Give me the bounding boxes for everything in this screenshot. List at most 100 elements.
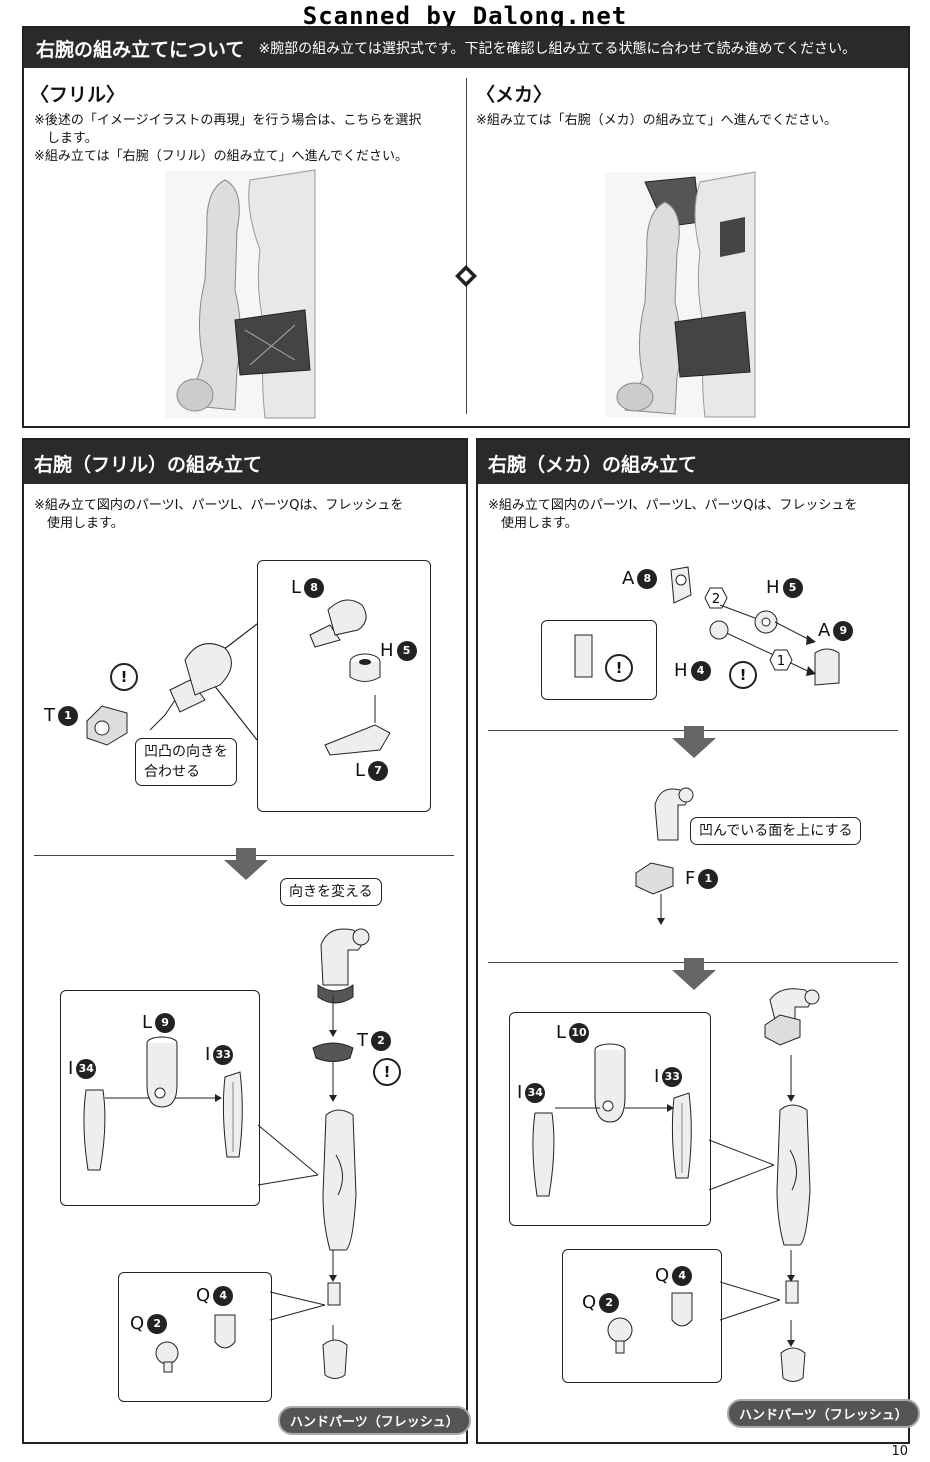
label-T2-num: 2 <box>371 1030 391 1051</box>
mecha-hand-leader <box>719 1281 781 1321</box>
mecha-hand-parts-box <box>562 1249 722 1383</box>
frill-caution-icon-2: ! <box>373 1058 401 1086</box>
label-Q2-letter: Q <box>130 1313 145 1334</box>
label-A9-letter: A <box>818 620 831 641</box>
label-H4-letter: H <box>674 660 688 681</box>
mecha-face-callout: 凹んでいる面を上にする <box>690 817 862 845</box>
part-H4-drawing <box>709 620 729 640</box>
mecha-assembly-header: 右腕（メカ）の組み立て <box>478 440 908 484</box>
mecha-parts-join-arrows <box>555 1104 674 1112</box>
step-1-hex-icon: 1 <box>769 649 793 671</box>
label-I33-letter: I <box>205 1044 211 1065</box>
part-L8-drawing <box>309 599 367 648</box>
label-mecha-I33-num: 33 <box>662 1066 683 1087</box>
frill-parts-join-arrows <box>105 1094 222 1102</box>
part-mecha-I34-drawing <box>532 1112 555 1197</box>
label-mecha-Q4-num: 4 <box>672 1265 693 1286</box>
frill-forearm-leader <box>257 1124 319 1186</box>
label-mecha-Q4-letter: Q <box>655 1265 670 1286</box>
divider-diamond-icon <box>455 265 477 287</box>
frill-wrist-drawing <box>322 1282 348 1379</box>
part-I33-drawing <box>222 1071 243 1158</box>
frill-assembly-note-line1: ※組み立て図内のパーツI、パーツL、パーツQは、フレッシュを <box>34 498 404 513</box>
frill-heading: 〈フリル〉 <box>30 84 126 106</box>
mecha-elbow-assembled-drawing <box>764 988 820 1046</box>
mecha-caution-part-drawing <box>574 634 593 678</box>
label-H4: H 4 <box>674 660 711 681</box>
label-L7-num: 7 <box>368 760 389 781</box>
label-I34-num: 34 <box>76 1058 97 1079</box>
mecha-assembly-note-line1: ※組み立て図内のパーツI、パーツL、パーツQは、フレッシュを <box>488 498 858 513</box>
label-T2-letter: T <box>357 1030 368 1051</box>
label-mecha-H5-num: 5 <box>782 577 803 598</box>
intro-panel <box>22 26 910 428</box>
label-I33-num: 33 <box>213 1044 234 1065</box>
mecha-note: ※組み立ては「右腕（メカ）の組み立て」へ進んでください。 <box>476 113 837 128</box>
label-Q2: Q 2 <box>130 1313 168 1334</box>
label-mecha-Q4: Q 4 <box>655 1265 693 1286</box>
frill-note-line2: します。 <box>34 131 98 146</box>
label-I33: I 33 <box>205 1044 234 1065</box>
mecha-assembly-note-line2: 使用します。 <box>488 516 578 531</box>
label-A8-letter: A <box>622 568 635 589</box>
label-mecha-Q2-letter: Q <box>582 1292 597 1313</box>
part-A8-drawing <box>670 566 692 604</box>
label-L10: L 10 <box>556 1022 590 1043</box>
frill-caution-icon-1: ! <box>110 663 138 691</box>
frill-hand-parts-box <box>118 1272 272 1402</box>
part-T1-drawing <box>86 705 128 746</box>
frill-align-callout-line2: 合わせる <box>144 764 200 780</box>
part-L7-drawing <box>324 695 391 756</box>
intro-header: 右腕の組み立てについて ※腕部の組み立ては選択式です。下記を確認し組み立てる状態… <box>24 28 908 68</box>
step-2-hex-icon: 2 <box>704 587 728 609</box>
label-T2: T 2 <box>357 1030 391 1051</box>
part-T2-drawing <box>312 1042 354 1062</box>
label-mecha-H5: H 5 <box>766 577 803 598</box>
frill-assembly-header: 右腕（フリル）の組み立て <box>24 440 466 484</box>
mecha-caution-box <box>541 620 657 700</box>
part-mecha-Q2-drawing <box>607 1317 633 1354</box>
label-Q4-letter: Q <box>196 1285 211 1306</box>
frill-figure-photo <box>165 169 316 419</box>
part-mecha-H5-drawing <box>754 610 778 634</box>
label-A8: A 8 <box>622 568 658 589</box>
frill-note-line1: ※後述の「イメージイラストの再現」を行う場合は、こちらを選択 <box>34 113 422 128</box>
label-L7-letter: L <box>355 760 366 781</box>
label-A9: A 9 <box>818 620 854 641</box>
mecha-step-arrow-1 <box>672 726 716 758</box>
label-Q4-num: 4 <box>213 1285 234 1306</box>
part-Q2-drawing <box>155 1341 179 1373</box>
frill-note: ※後述の「イメージイラストの再現」を行う場合は、こちらを選択 します。 ※組み立… <box>34 112 464 166</box>
label-mecha-I33: I 33 <box>654 1066 683 1087</box>
label-A8-num: 8 <box>637 568 658 589</box>
frill-step-arrow-1 <box>224 848 268 880</box>
frill-forearm-drawing <box>322 1109 357 1251</box>
label-L8: L 8 <box>291 577 325 598</box>
mecha-step-arrow-2 <box>672 958 716 990</box>
mecha-stack-arrows <box>787 1055 795 1347</box>
mecha-assembly-note: ※組み立て図内のパーツI、パーツL、パーツQは、フレッシュを 使用します。 <box>488 497 906 533</box>
label-H4-num: 4 <box>690 660 711 681</box>
mecha-forearm-drawing <box>776 1104 811 1246</box>
part-A9-drawing <box>814 648 840 686</box>
label-mecha-I34-num: 34 <box>525 1082 546 1103</box>
label-mecha-I34: I 34 <box>517 1082 546 1103</box>
mecha-caution-icon-1: ! <box>729 661 757 689</box>
frill-assembly-note-line2: 使用します。 <box>34 516 124 531</box>
part-L9-drawing <box>146 1036 178 1108</box>
label-Q2-num: 2 <box>147 1313 168 1334</box>
label-I34-letter: I <box>68 1058 74 1079</box>
label-L10-num: 10 <box>569 1022 590 1043</box>
label-mecha-H5-letter: H <box>766 577 780 598</box>
mecha-assembly-arrows <box>719 604 816 676</box>
label-L9: L 9 <box>142 1012 176 1033</box>
mecha-assembly-panel <box>476 438 910 1444</box>
mecha-assembly-title: 右腕（メカ）の組み立て <box>488 454 698 476</box>
intro-title: 右腕の組み立てについて <box>36 38 245 61</box>
mecha-heading: 〈メカ〉 <box>476 84 553 106</box>
label-H5-num: 5 <box>396 640 417 661</box>
frill-hand-leader <box>269 1291 326 1321</box>
frill-elbow-drawing <box>317 928 370 1004</box>
intro-divider <box>466 78 467 414</box>
part-Q4-drawing <box>214 1314 236 1349</box>
